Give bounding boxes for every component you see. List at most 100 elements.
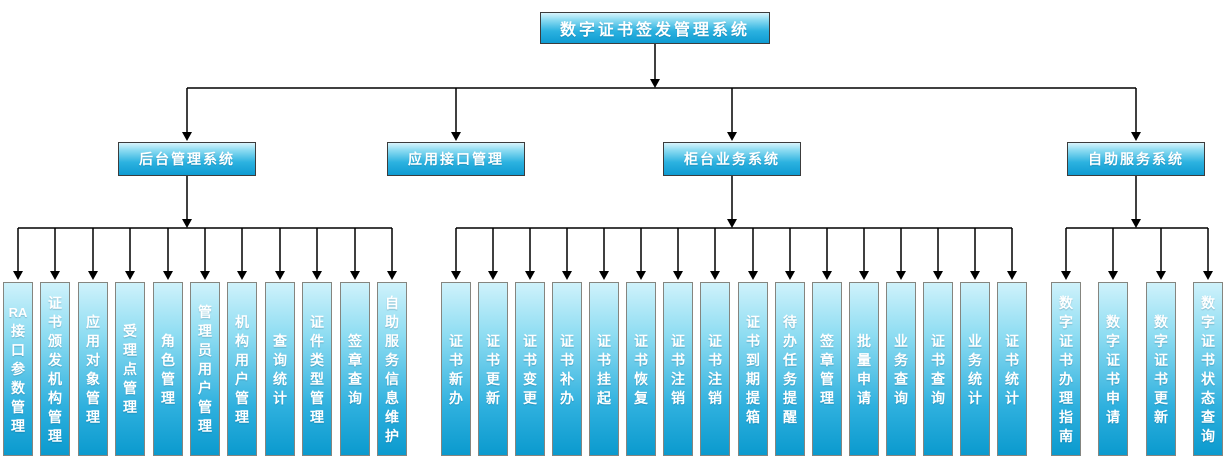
leaf-node-label-char: 理 xyxy=(235,408,249,425)
leaf-node-label-char: 请 xyxy=(857,389,871,406)
leaf-node-label-char: 理 xyxy=(198,323,212,339)
leaf-node-label-char: 理 xyxy=(123,342,137,358)
leaf-node-label-char: 户 xyxy=(198,380,212,396)
leaf-node-label-char: 用 xyxy=(198,361,212,377)
leaf-node-label-char: 颁 xyxy=(48,332,62,349)
leaf-node-label-char: 证 xyxy=(671,332,685,349)
leaf-node-label-char: 证 xyxy=(1059,332,1073,349)
leaf-node-label-char: 机 xyxy=(48,370,62,387)
leaf-node-label-char: 助 xyxy=(385,313,399,330)
leaf-node-label-char: 提 xyxy=(783,389,797,406)
leaf-node: 证书恢复 xyxy=(626,282,656,456)
leaf-node-label-char: 询 xyxy=(1201,427,1215,444)
leaf-node-label-char: 理 xyxy=(48,427,62,444)
leaf-node-label-char: 询 xyxy=(894,389,908,406)
leaf-node-label-char: 箱 xyxy=(746,408,760,425)
leaf-node: 证书更新 xyxy=(478,282,508,456)
leaf-node-label-char: 新 xyxy=(486,389,500,406)
leaf-node-label-char: 签 xyxy=(348,332,362,349)
leaf-node-label-char: 证 xyxy=(560,332,574,349)
leaf-node-label-char: 证 xyxy=(523,332,537,349)
leaf-node: 证书新办 xyxy=(441,282,471,456)
leaf-node: 证书注销 xyxy=(663,282,693,456)
leaf-node-label-char: 证 xyxy=(449,332,463,349)
leaf-node-label-char: 更 xyxy=(523,389,537,406)
leaf-node-label-char: 申 xyxy=(1106,389,1120,406)
leaf-node-label-char: 数 xyxy=(11,379,25,396)
leaf-node-label-char: 管 xyxy=(123,380,137,396)
leaf-node-label-char: 恢 xyxy=(634,370,648,387)
leaf-node-label-char: 管 xyxy=(235,389,249,406)
leaf-node-label-char: 业 xyxy=(894,332,908,349)
leaf-node-label-char: 户 xyxy=(235,370,249,387)
leaf-node-label-char: 务 xyxy=(385,351,399,368)
leaf-node-label-char: 计 xyxy=(1005,389,1019,406)
leaf-node-label-char: 证 xyxy=(310,313,324,330)
leaf-node-label-char: 醒 xyxy=(783,408,797,425)
leaf-node-label-char: 签 xyxy=(820,332,834,349)
leaf-node-label-char: 管 xyxy=(86,389,100,406)
leaf-node: 业务统计 xyxy=(960,282,990,456)
leaf-node-label-char: 件 xyxy=(310,332,324,349)
leaf-node-label-char: 提 xyxy=(746,389,760,406)
leaf-node-label-char: 数 xyxy=(1059,294,1073,311)
leaf-node-label-char: 期 xyxy=(746,370,760,387)
leaf-node-label-char: 南 xyxy=(1059,427,1073,444)
leaf-node-label-char: 注 xyxy=(671,370,685,387)
leaf-node-label-char: 办 xyxy=(783,332,797,349)
leaf-node: 证书变更 xyxy=(515,282,545,456)
leaf-node-label-char: 证 xyxy=(1201,332,1215,349)
leaf-node: 查询统计 xyxy=(265,282,295,456)
leaf-node-label-char: 理 xyxy=(820,389,834,406)
leaf-node-label-char: 补 xyxy=(560,370,574,387)
branch-node-label: 柜台业务系统 xyxy=(684,151,780,167)
leaf-node-label-char: 理 xyxy=(161,389,175,406)
leaf-node-label-char: 数 xyxy=(1154,313,1168,330)
leaf-node-label-char: 自 xyxy=(385,294,399,311)
leaf-node-label-char: 书 xyxy=(48,313,62,330)
leaf-node-label-char: 书 xyxy=(746,332,760,349)
leaf-node: 证书补办 xyxy=(552,282,582,456)
leaf-node-label-char: 证 xyxy=(634,332,648,349)
branch-node-backend-management: 后台管理系统 xyxy=(118,142,256,176)
leaf-node-label-char: 管 xyxy=(198,399,212,415)
leaf-node-label-char: 用 xyxy=(235,351,249,368)
leaf-node: 签章管理 xyxy=(812,282,842,456)
leaf-node-label-char: 销 xyxy=(708,389,722,406)
leaf-node: 证书注销 xyxy=(700,282,730,456)
leaf-node: 受理点管理 xyxy=(115,282,145,456)
leaf-node-label-char: 书 xyxy=(634,351,648,368)
leaf-node-label-char: 到 xyxy=(746,351,760,368)
leaf-node-label-char: 书 xyxy=(449,351,463,368)
leaf-node-label-char: 统 xyxy=(1005,370,1019,387)
leaf-node-label-char: 证 xyxy=(746,313,760,330)
leaf-node-label-char: 挂 xyxy=(597,370,611,387)
leaf-node-label-char: 受 xyxy=(123,323,137,339)
leaf-node-label-char: 查 xyxy=(931,370,945,387)
leaf-node-label-char: 书 xyxy=(1059,351,1073,368)
leaf-node-label-char: 信 xyxy=(385,370,399,387)
leaf-node-label-char: 发 xyxy=(48,351,62,368)
leaf-node-label-char: 统 xyxy=(273,370,287,387)
leaf-node: 数字证书状态查询 xyxy=(1193,282,1223,456)
leaf-node: 证书颁发机构管理 xyxy=(40,282,70,456)
leaf-node-label-char: 申 xyxy=(857,370,871,387)
leaf-node: 机构用户管理 xyxy=(227,282,257,456)
leaf-node-label-char: 请 xyxy=(1106,408,1120,425)
leaf-node-label-char: 角 xyxy=(161,332,175,349)
leaf-node-label-char: 证 xyxy=(931,332,945,349)
leaf-node-label-char: 新 xyxy=(1154,408,1168,425)
leaf-node-label-char: 服 xyxy=(385,332,399,349)
leaf-node-label-char: 查 xyxy=(348,370,362,387)
leaf-node-label-char: 询 xyxy=(931,389,945,406)
leaf-node: 证件类型管理 xyxy=(302,282,332,456)
leaf-node-label-char: 理 xyxy=(1059,389,1073,406)
leaf-node-label-char: 理 xyxy=(123,399,137,415)
leaf-node-label-char: 查 xyxy=(894,370,908,387)
leaf-node-label-char: 员 xyxy=(198,342,212,358)
leaf-node: 证书查询 xyxy=(923,282,953,456)
leaf-node-label-char: 办 xyxy=(1059,370,1073,387)
leaf-node-label-char: 起 xyxy=(597,389,611,406)
leaf-node-label-char: 理 xyxy=(198,418,212,434)
